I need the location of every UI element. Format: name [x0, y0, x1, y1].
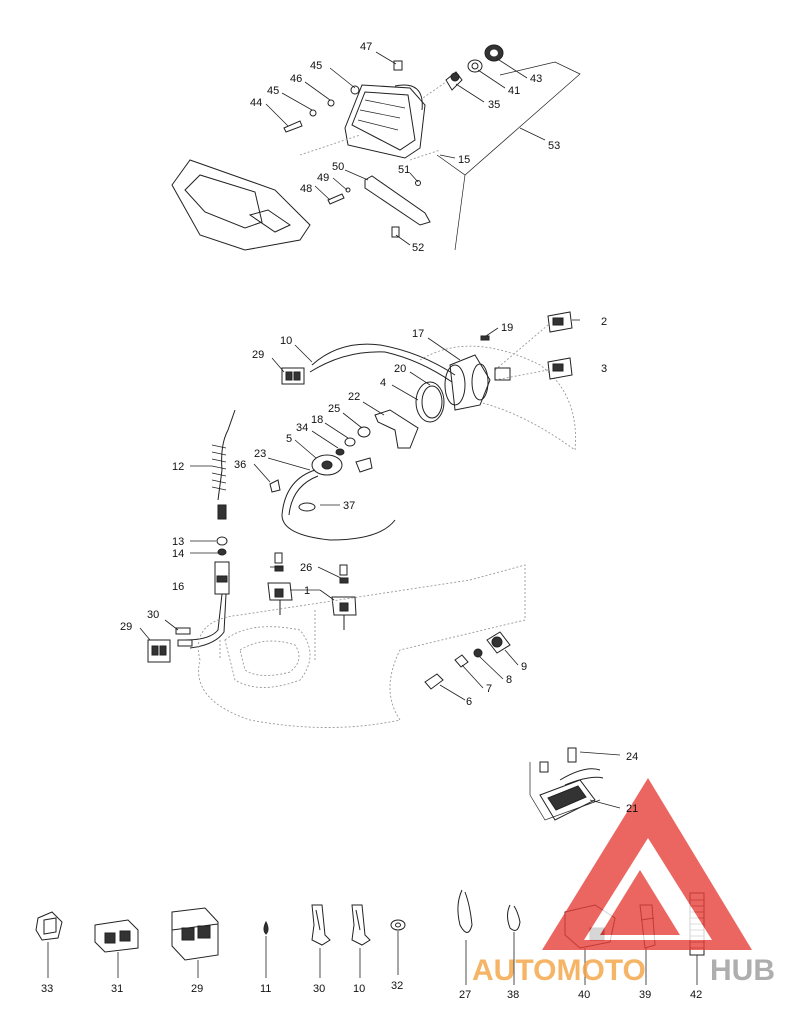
callout-4: 4: [380, 377, 386, 389]
callout-40: 40: [578, 989, 590, 1001]
watermark-logo: AUTOMOTO HUB: [472, 778, 775, 987]
callout-30: 30: [147, 609, 159, 621]
callout-11: 11: [260, 983, 271, 995]
headlight-housing: [344, 84, 426, 159]
callout-32: 32: [391, 980, 403, 992]
callout-34: 34: [296, 422, 308, 434]
callout-45: 45: [267, 85, 279, 97]
connector-29b: [147, 639, 171, 663]
callout-46: 46: [290, 73, 302, 85]
wire-10: [311, 343, 456, 376]
gauge-assembly: [139, 311, 580, 728]
callout-labels: 47 45 46 45 44 43 41 35 53 15 50 51 49 4…: [41, 41, 702, 1001]
callout-42: 42: [690, 989, 702, 1001]
gauge-17: [449, 354, 491, 411]
callout-17: 17: [412, 328, 424, 340]
callout-10: 10: [280, 335, 292, 347]
callout-29: 29: [120, 621, 132, 633]
callout-24: 24: [626, 751, 638, 763]
callout-29: 29: [252, 349, 264, 361]
callout-1: 1: [304, 585, 310, 597]
washer-25: [357, 426, 371, 438]
callout-35: 35: [488, 99, 500, 111]
clip-36: [269, 479, 281, 493]
headlight-assembly: [171, 44, 581, 251]
callout-47: 47: [360, 41, 372, 53]
callout-48: 48: [300, 183, 312, 195]
callout-3: 3: [601, 363, 607, 375]
callout-8: 8: [506, 674, 512, 686]
callout-6: 6: [466, 696, 472, 708]
connector-31: [94, 919, 139, 953]
callout-44: 44: [250, 97, 262, 109]
bracket-22: [374, 409, 419, 449]
cable-23: [281, 469, 396, 541]
terminal-30: [311, 904, 331, 946]
callout-39: 39: [639, 989, 651, 1001]
callout-23: 23: [254, 448, 266, 460]
callout-10: 10: [353, 983, 365, 995]
callout-45: 45: [310, 60, 322, 72]
ring-41: [467, 59, 483, 73]
connector-29a: [281, 367, 305, 385]
callout-18: 18: [311, 414, 323, 426]
ring-terminal-32: [390, 919, 406, 931]
callout-29: 29: [191, 983, 203, 995]
callout-37: 37: [343, 500, 355, 512]
washer-18: [344, 437, 356, 447]
callout-25: 25: [328, 403, 340, 415]
callout-22: 22: [348, 391, 360, 403]
watermark-text-orange: AUTOMOTO: [472, 954, 646, 987]
terminal-10: [351, 904, 371, 946]
ring-20: [415, 381, 445, 423]
callout-14: 14: [172, 548, 184, 560]
callout-53: 53: [548, 140, 560, 152]
bracket-50: [364, 175, 431, 226]
callout-15: 15: [458, 154, 470, 166]
bulb-7: [454, 654, 469, 668]
tie-38: [507, 904, 521, 931]
screw-47: [393, 60, 403, 71]
screw-44: [283, 120, 303, 133]
clip-33: [35, 911, 63, 941]
dash-panel: [171, 159, 311, 251]
callout-7: 7: [486, 683, 492, 695]
callout-16: 16: [172, 581, 184, 593]
callout-52: 52: [412, 242, 424, 254]
lens-6: [424, 673, 444, 690]
ring-8: [473, 648, 483, 658]
callout-49: 49: [317, 172, 329, 184]
callout-13: 13: [172, 536, 184, 548]
callout-19: 19: [501, 322, 513, 334]
drop-11: [263, 920, 269, 935]
callout-26: 26: [300, 562, 312, 574]
callout-20: 20: [394, 363, 406, 375]
callout-2: 2: [601, 316, 607, 328]
watermark-triangle-small: [600, 870, 680, 935]
relay-assembly: [529, 747, 621, 821]
callout-33: 33: [41, 983, 53, 995]
connector-29c: [171, 907, 219, 961]
clip-37: [298, 502, 316, 512]
callout-36: 36: [234, 459, 246, 471]
spring-12: [217, 409, 236, 501]
callout-51: 51: [398, 164, 410, 176]
nut-13: [217, 504, 227, 520]
watermark-text-grey: HUB: [710, 954, 775, 987]
callout-12: 12: [172, 461, 184, 473]
callout-9: 9: [521, 661, 527, 673]
callout-27: 27: [459, 989, 471, 1001]
callout-31: 31: [111, 983, 123, 995]
callout-30: 30: [313, 983, 325, 995]
tie-27: [457, 889, 473, 933]
callout-21: 21: [626, 803, 638, 815]
callout-5: 5: [286, 433, 292, 445]
callout-50: 50: [332, 161, 344, 173]
callout-41: 41: [508, 85, 520, 97]
callout-38: 38: [507, 989, 519, 1001]
washer-34: [335, 448, 345, 456]
callout-43: 43: [530, 73, 542, 85]
